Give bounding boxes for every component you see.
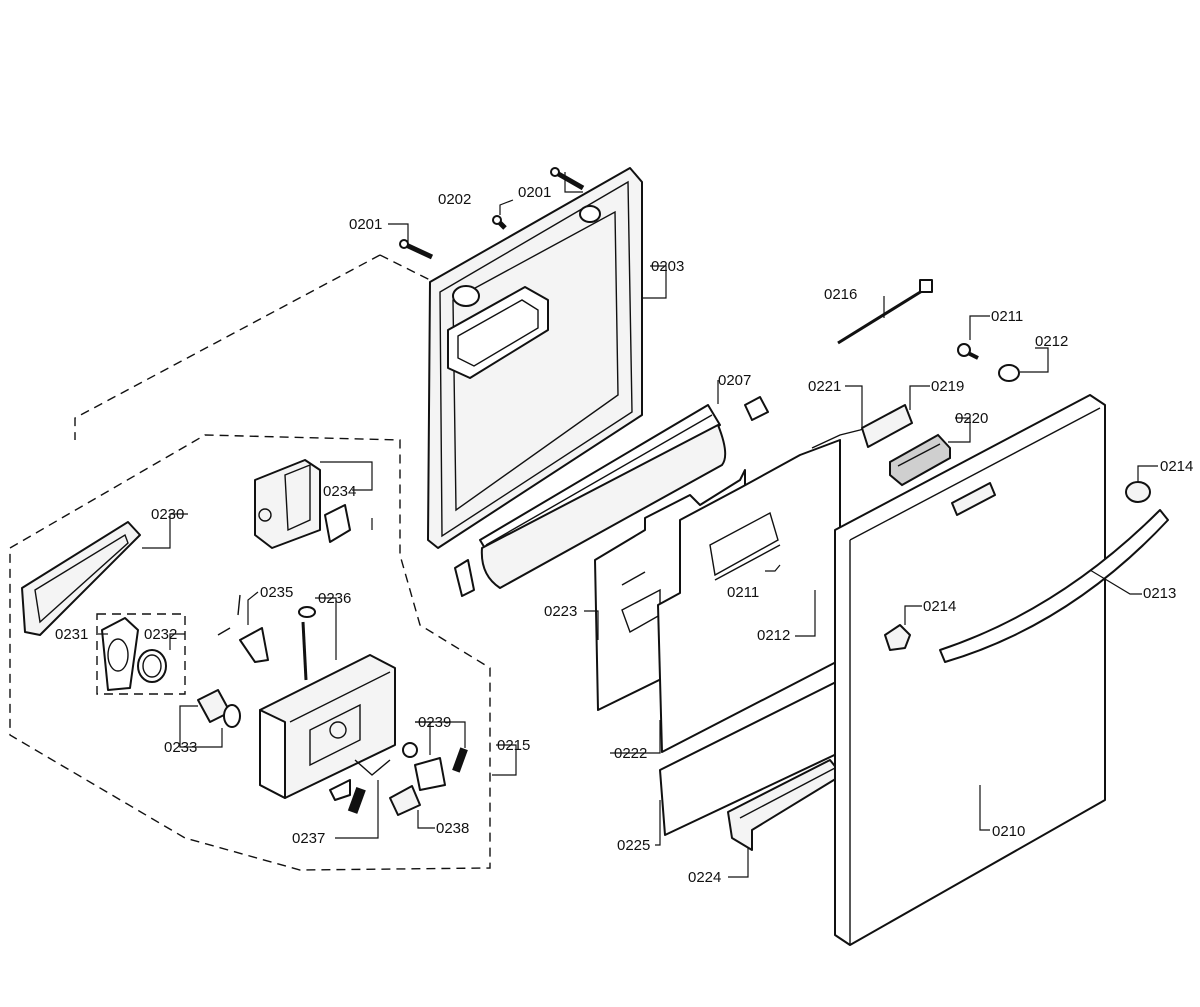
label-0236: 0236 [318,590,351,607]
label-0213: 0213 [1143,585,1176,602]
handle-end-cap-0214-left [884,624,911,651]
label-0233: 0233 [164,739,197,756]
callout-labels: 0201 0202 0201 0203 0207 0216 0211 0212 … [55,184,1193,886]
label-0234: 0234 [323,483,356,500]
label-0211-mid: 0211 [727,584,759,601]
door-switch-0220 [889,433,951,487]
label-0239: 0239 [418,714,451,731]
label-0201-top: 0201 [518,184,551,201]
inner-panel-0222 [657,439,841,753]
cable-tie-0216 [837,279,933,345]
dispenser-cover-0231 [101,617,139,691]
dispenser-body-0215 [259,654,396,799]
gasket-frame-0230 [21,521,141,636]
door-trim-bar-0207 [454,396,769,597]
label-0231: 0231 [55,626,88,643]
dashed-box-0231-0232 [96,613,186,695]
label-0207: 0207 [718,372,751,389]
label-0211-top: 0211 [991,308,1023,325]
leader-lines [98,172,1158,878]
label-0238: 0238 [436,820,469,837]
label-0215: 0215 [497,737,530,754]
filter-cover-0234 [254,459,321,549]
label-0203: 0203 [651,258,684,275]
label-0223: 0223 [544,603,577,620]
handle-end-cap-0214-right [1125,481,1151,503]
washer-0212-top [998,364,1020,382]
screw-0201-left [399,239,434,260]
label-0216: 0216 [824,286,857,303]
bracket-0219 [861,404,913,448]
label-0212-mid: 0212 [757,627,790,644]
label-0237: 0237 [292,830,325,847]
label-0221: 0221 [808,378,841,395]
label-0230: 0230 [151,506,184,523]
label-0225: 0225 [617,837,650,854]
actuator-pin-0236 [298,606,316,681]
label-0202: 0202 [438,191,471,208]
solenoid-0238 [389,785,421,816]
label-0201-left: 0201 [349,216,382,233]
door-handle-0213 [939,509,1169,663]
label-0210: 0210 [992,823,1025,840]
screw-0211-top [957,343,979,360]
latch-0237 [329,759,391,814]
screw-0202 [492,215,507,230]
label-0219: 0219 [931,378,964,395]
label-0214-right: 0214 [1160,458,1193,475]
kick-plate-0224 [727,759,843,851]
dashed-assembly-outline-0230 [74,254,431,440]
screw-0201-top [550,167,585,191]
label-0222: 0222 [614,745,647,762]
outer-door-panel-0210 [834,394,1106,946]
filter-pad-0234 [324,504,351,543]
label-0232: 0232 [144,626,177,643]
inner-door-panel-0203 [427,167,643,549]
seal-ring-0232 [137,649,167,683]
label-0235: 0235 [260,584,293,601]
label-0212-top: 0212 [1035,333,1068,350]
spring-lever-0235 [217,594,269,663]
label-0220: 0220 [955,410,988,427]
plunger-0239 [402,742,468,791]
label-0214-left: 0214 [923,598,956,615]
dashed-assembly-outline-0215 [9,434,491,871]
label-0224: 0224 [688,869,721,886]
rinse-aid-cap-0233 [197,689,241,728]
